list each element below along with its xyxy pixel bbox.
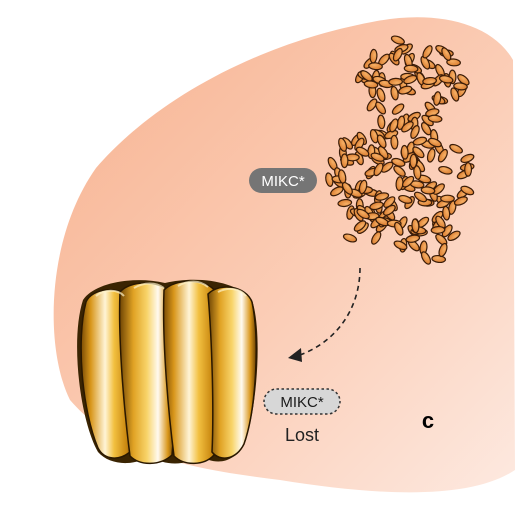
anther-icon (77, 280, 258, 464)
panel-letter: c (422, 408, 434, 433)
pollen-grain (431, 226, 445, 234)
pollen-grain (404, 65, 418, 73)
pollen-grain (465, 163, 472, 177)
mikc-lost-label: MIKC* (280, 394, 324, 411)
pollen-grain (441, 195, 455, 202)
pollen-grain (401, 145, 409, 159)
pollen-grain (341, 154, 348, 168)
lost-caption: Lost (285, 425, 319, 445)
mikc-present-badge: MIKC* (249, 168, 317, 193)
pollen-grain (370, 49, 378, 63)
mikc-lost-badge: MIKC* (264, 389, 340, 414)
pollen-grain (410, 154, 417, 168)
mikc-present-label: MIKC* (261, 173, 305, 190)
pollen-grain (391, 135, 399, 149)
pollen-grain (389, 78, 403, 85)
